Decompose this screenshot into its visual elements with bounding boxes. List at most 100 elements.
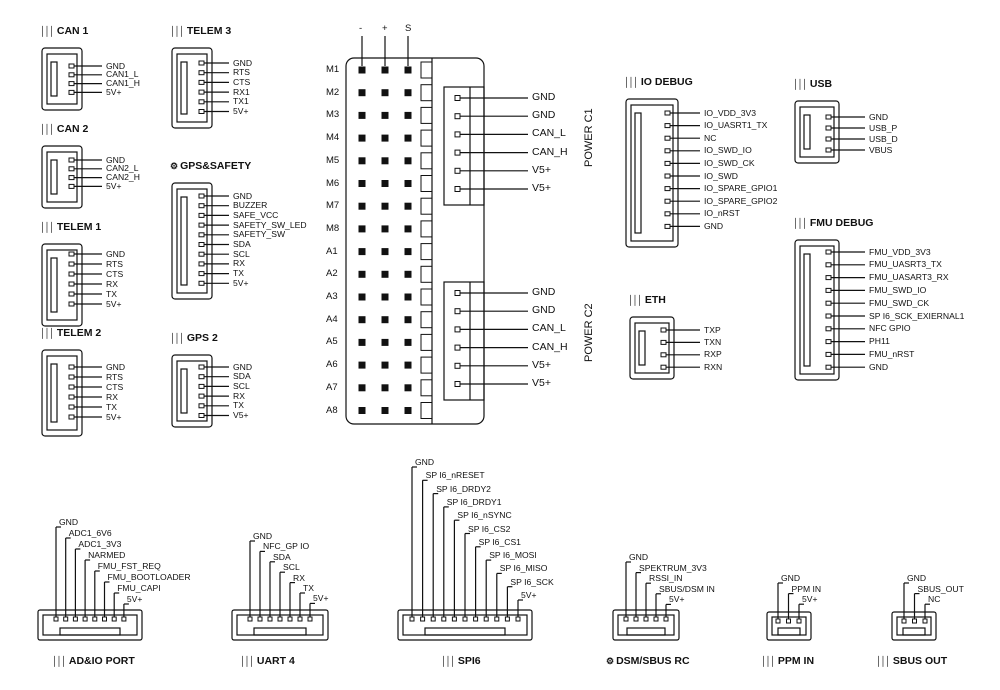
gps_safety-pin-label: BUZZER <box>233 200 268 211</box>
uart4-pin-square <box>287 616 293 622</box>
rail-pin <box>381 338 389 346</box>
uart4-connector-latch <box>253 627 307 636</box>
gps2-connector-body <box>171 354 213 428</box>
rail-pin <box>381 384 389 392</box>
connector-title-label: SPI6 <box>457 655 481 667</box>
usb-pin-label: GND <box>869 111 889 122</box>
connector-icon: │││ <box>793 218 808 228</box>
rail-pin <box>381 293 389 301</box>
power_c2-pin-square <box>454 308 461 315</box>
connector-icon: │││ <box>628 295 643 305</box>
adio-pin-label: FMU_FST_REQ <box>97 561 161 571</box>
ppm-pin-label: GND <box>781 573 801 583</box>
gps2-pin-label: RX <box>233 390 245 401</box>
eth-connector-latch <box>638 330 646 366</box>
rail-row-label: M8 <box>326 222 340 234</box>
connector-title-label: CAN 2 <box>56 123 89 135</box>
can2-pin-label: GND <box>106 154 126 165</box>
rail-pin <box>358 293 366 301</box>
adio-pin-square <box>53 616 59 622</box>
spi6-pin-square <box>451 616 457 622</box>
telem2-title: │││TELEM 2 <box>40 328 101 339</box>
gps_safety-pin-square <box>198 193 205 199</box>
uart4-pin-label: GND <box>253 531 273 541</box>
io_debug-pin-label: IO_nRST <box>704 208 740 219</box>
gear-icon: ⚙ <box>606 656 614 666</box>
gps_safety-connector-body <box>171 182 213 300</box>
telem2-pin-label: GND <box>106 361 126 372</box>
telem3-pin-label: RX1 <box>233 86 250 97</box>
gps_safety-pin-label: RX <box>233 258 245 269</box>
fmu_debug-pin-label: FMU_UASRT3_TX <box>869 259 942 270</box>
can1-pin-square <box>68 72 75 78</box>
io_debug-connector-inner <box>630 104 674 242</box>
rail-slot <box>420 152 433 170</box>
adio-pin-label: FMU_CAPI <box>117 583 161 593</box>
eth-pin-label: RXN <box>704 361 723 372</box>
usb-pin-label: USB_P <box>869 122 898 133</box>
power_c1-pin-label: V5+ <box>532 182 551 194</box>
telem2-pin-square <box>68 364 75 370</box>
io_debug-connector-body <box>625 98 679 248</box>
connector-title-label: GPS&SAFETY <box>180 160 252 172</box>
rail-slot <box>420 106 433 124</box>
telem3-pin-label: GND <box>233 57 253 68</box>
io_debug-pin-square <box>664 160 671 166</box>
connector-icon: │││ <box>40 124 55 134</box>
uart4-pin-square <box>247 616 253 622</box>
dsm-pin-label: RSSI_IN <box>649 573 683 584</box>
rail-pin <box>404 66 412 74</box>
rail-pin <box>404 293 412 301</box>
rail-pin <box>404 134 412 142</box>
io_debug-pin-label: GND <box>704 220 724 231</box>
can2-connector-latch <box>50 159 58 195</box>
can1-pin-label: 5V+ <box>106 86 122 97</box>
io_debug-pin-square <box>664 148 671 154</box>
eth-connector-inner <box>634 322 670 374</box>
gps2-pin-square <box>198 374 205 380</box>
gps_safety-pin-square <box>198 280 205 286</box>
uart4-pin-label: RX <box>293 572 305 583</box>
servo-rail-body <box>345 57 485 425</box>
rail-row-label: M5 <box>326 154 340 166</box>
connector-icon: │││ <box>170 333 185 343</box>
uart4-pin-label: 5V+ <box>313 593 329 604</box>
connector-icon: │││ <box>441 656 456 666</box>
eth-pin-square <box>660 364 667 370</box>
rail-pin <box>381 225 389 233</box>
gps_safety-pin-label: SCL <box>233 248 250 259</box>
can2-title: │││CAN 2 <box>40 124 88 135</box>
telem3-connector-latch <box>180 61 188 115</box>
spi6-pin-label: SP I6_CS2 <box>468 523 511 534</box>
rail-pin <box>358 384 366 392</box>
ppm-pin-label: 5V+ <box>802 594 818 605</box>
fmu_debug-connector-body <box>794 239 840 381</box>
adio-pin-square <box>121 616 127 622</box>
adio-pin-square <box>82 616 88 622</box>
rail-header-label: - <box>359 23 363 34</box>
io_debug-pin-label: IO_UASRT1_TX <box>704 120 768 131</box>
rail-slot <box>420 243 433 261</box>
usb-pin-label: VBUS <box>869 144 893 155</box>
spi6-pin-label: 5V+ <box>521 590 537 600</box>
rail-pin <box>381 202 389 210</box>
rail-pin <box>381 134 389 142</box>
telem1-pin-square <box>68 261 75 267</box>
power_c2-pin-label: V5+ <box>532 377 551 389</box>
power_c2-pin-label: GND <box>532 286 556 298</box>
uart4-pin-label: TX <box>303 583 314 593</box>
rail-pin <box>404 225 412 233</box>
dsm-pin-square <box>663 616 669 622</box>
gps_safety-pin-square <box>198 203 205 209</box>
telem3-pin-square <box>198 70 205 76</box>
connector-icon: │││ <box>40 222 55 232</box>
power_c2-connector-body <box>443 281 485 401</box>
rail-row-label: A7 <box>326 381 338 393</box>
telem3-pin-square <box>198 99 205 105</box>
rail-pin <box>381 89 389 97</box>
connector-icon: │││ <box>170 26 185 36</box>
fmu_debug-pin-label: FMU_VDD_3V3 <box>869 246 931 257</box>
connector-title-label: TELEM 3 <box>186 25 232 37</box>
io_debug-title: │││IO DEBUG <box>624 77 693 88</box>
